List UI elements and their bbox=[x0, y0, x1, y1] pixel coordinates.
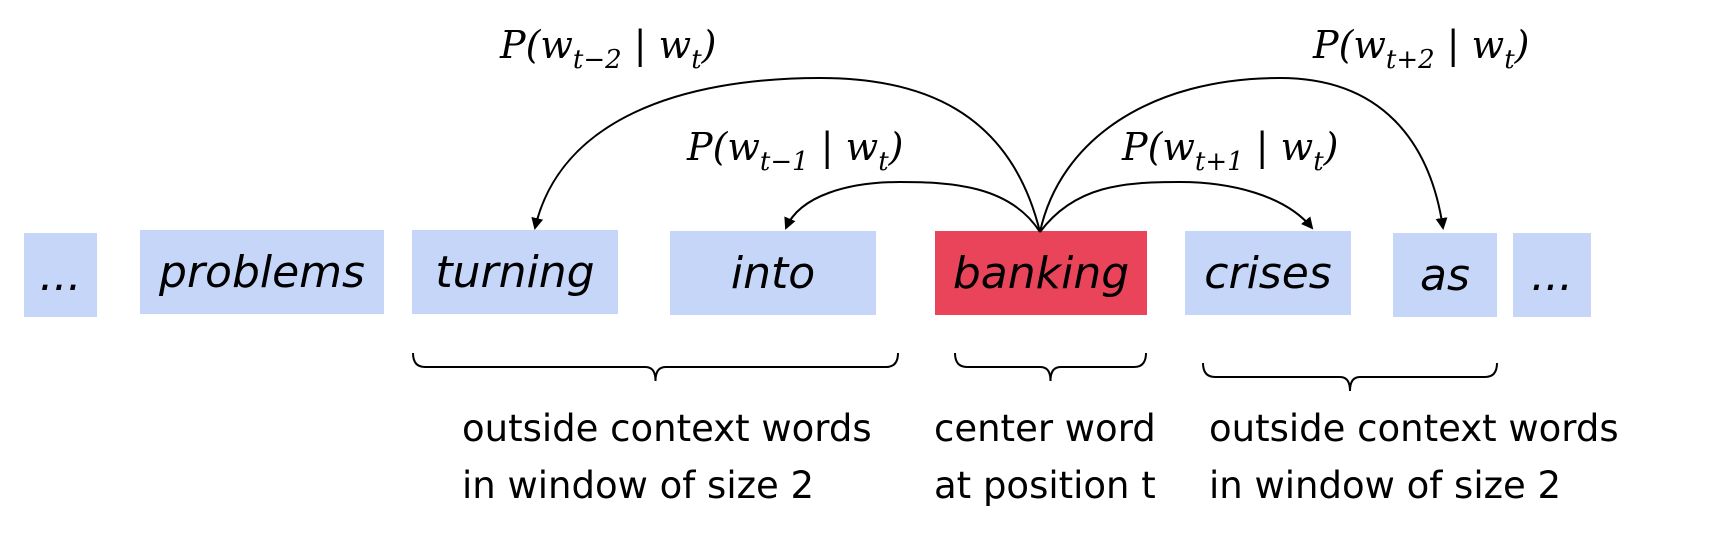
caption-line: center word bbox=[934, 407, 1156, 450]
probability-label-2: P(wt+1 | wt) bbox=[1121, 125, 1338, 177]
word-box-4: banking bbox=[935, 231, 1147, 315]
word-box-1: problems bbox=[140, 230, 384, 314]
word-box-bg bbox=[935, 231, 1147, 315]
group-caption-2: outside context words in window of size 2 bbox=[1209, 407, 1619, 507]
context-arrow-2 bbox=[1039, 180, 1314, 233]
probability-label-0: P(wt−2 | wt) bbox=[499, 23, 716, 75]
word-box-bg bbox=[1185, 231, 1351, 315]
context-arrow-3 bbox=[1039, 76, 1448, 233]
word-box-2: turning bbox=[412, 230, 618, 314]
context-word-label: into bbox=[731, 248, 815, 299]
caption-line: outside context words bbox=[462, 407, 872, 450]
group-brace-0 bbox=[412, 352, 899, 382]
word-box-bg bbox=[140, 230, 384, 314]
word-box-bg bbox=[412, 230, 618, 314]
group-caption-0: outside context words in window of size 2 bbox=[462, 407, 872, 507]
word-box-6: as bbox=[1393, 233, 1497, 317]
context-arrow-1 bbox=[784, 180, 1041, 233]
context-word-label: ... bbox=[40, 250, 82, 301]
probability-label-3: P(wt+2 | wt) bbox=[1312, 23, 1529, 75]
word-box-0: ... bbox=[24, 233, 97, 317]
context-word-label: crises bbox=[1204, 248, 1331, 299]
word-box-3: into bbox=[670, 231, 876, 315]
context-word-label: ... bbox=[1531, 250, 1573, 301]
context-word-label: problems bbox=[158, 247, 365, 298]
group-brace-1 bbox=[954, 352, 1147, 382]
context-arrow-0 bbox=[531, 76, 1041, 233]
word-box-bg bbox=[1393, 233, 1497, 317]
context-word-label: turning bbox=[435, 247, 594, 298]
caption-line: at position t bbox=[934, 464, 1156, 507]
caption-line: in window of size 2 bbox=[1209, 464, 1561, 507]
word-box-bg bbox=[1513, 233, 1591, 317]
word-box-5: crises bbox=[1185, 231, 1351, 315]
caption-line: outside context words bbox=[1209, 407, 1619, 450]
caption-line: in window of size 2 bbox=[462, 464, 814, 507]
context-word-label: as bbox=[1420, 250, 1470, 301]
probability-label-1: P(wt−1 | wt) bbox=[686, 125, 903, 177]
center-word-label: banking bbox=[953, 248, 1129, 299]
group-caption-1: center word at position t bbox=[934, 407, 1156, 507]
word-box-bg bbox=[24, 233, 97, 317]
word-box-bg bbox=[670, 231, 876, 315]
word-box-7: ... bbox=[1513, 233, 1591, 317]
group-brace-2 bbox=[1202, 362, 1498, 392]
